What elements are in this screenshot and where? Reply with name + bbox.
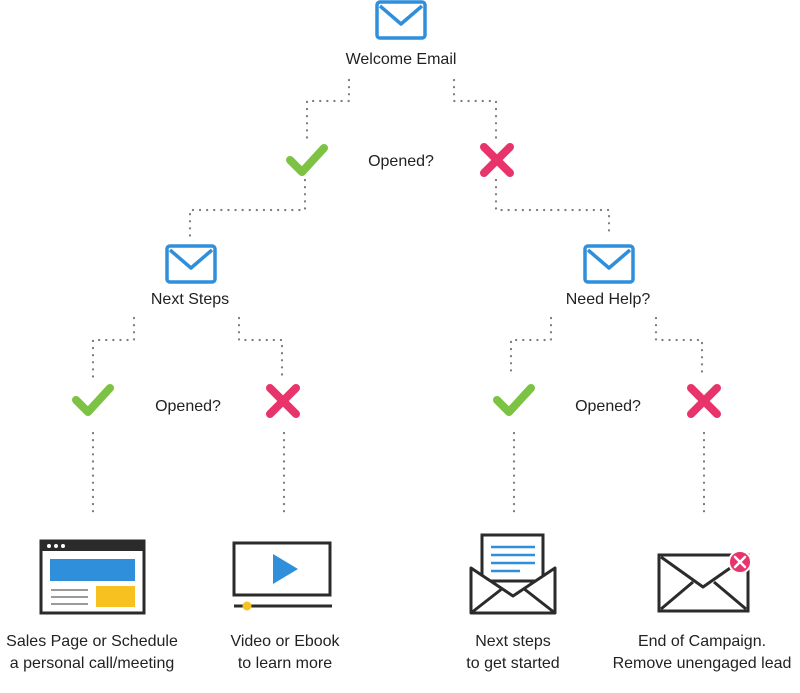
decision-label-opened-right: Opened?	[575, 398, 641, 415]
envelope-error-icon	[657, 550, 752, 613]
caption-line-1: Sales Page or Schedule	[6, 633, 178, 650]
envelope-icon	[583, 244, 635, 284]
outcome-caption-end-of-campaign: End of Campaign. Remove unengaged lead	[613, 631, 792, 675]
connector-needhelp-yes	[509, 316, 553, 379]
connector-nextsteps-no	[237, 316, 284, 379]
envelope-icon	[165, 244, 217, 284]
connector-nextsteps-yes	[91, 316, 136, 379]
decision-label-opened-left: Opened?	[155, 398, 221, 415]
node-label-welcome-email: Welcome Email	[345, 51, 457, 68]
cross-icon	[266, 384, 300, 418]
node-label-need-help: Need Help?	[565, 291, 651, 308]
caption-line-2: a personal call/meeting	[9, 655, 175, 672]
connector-needhelp-no	[654, 316, 704, 379]
connector-welcome-no	[452, 78, 498, 140]
open-envelope-letter-icon	[469, 533, 557, 615]
connectors	[91, 78, 706, 514]
video-player-icon	[232, 541, 332, 611]
cross-icon	[480, 143, 514, 177]
caption-line-2: to get started	[466, 655, 560, 672]
outcome-caption-sales-page: Sales Page or Schedule a personal call/m…	[6, 631, 178, 675]
check-icon	[493, 384, 535, 416]
caption-line-1: Next steps	[475, 633, 551, 650]
caption-line-1: Video or Ebook	[230, 633, 340, 650]
caption-line-2: to learn more	[237, 655, 333, 672]
check-icon	[72, 384, 114, 416]
outcome-caption-video-ebook: Video or Ebook to learn more	[230, 631, 339, 675]
check-icon	[286, 144, 328, 176]
node-label-next-steps: Next Steps	[150, 291, 230, 308]
connector-welcome-yes	[305, 78, 351, 140]
caption-line-2: Remove unengaged lead	[612, 655, 792, 672]
connector-yes-nextsteps	[188, 178, 307, 238]
browser-window-icon	[39, 539, 146, 615]
cross-icon	[687, 384, 721, 418]
caption-line-1: End of Campaign.	[637, 633, 767, 650]
decision-label-opened: Opened?	[368, 153, 434, 170]
outcome-caption-next-steps: Next steps to get started	[466, 631, 559, 675]
connector-no-needhelp	[494, 178, 611, 238]
envelope-icon	[375, 0, 427, 40]
